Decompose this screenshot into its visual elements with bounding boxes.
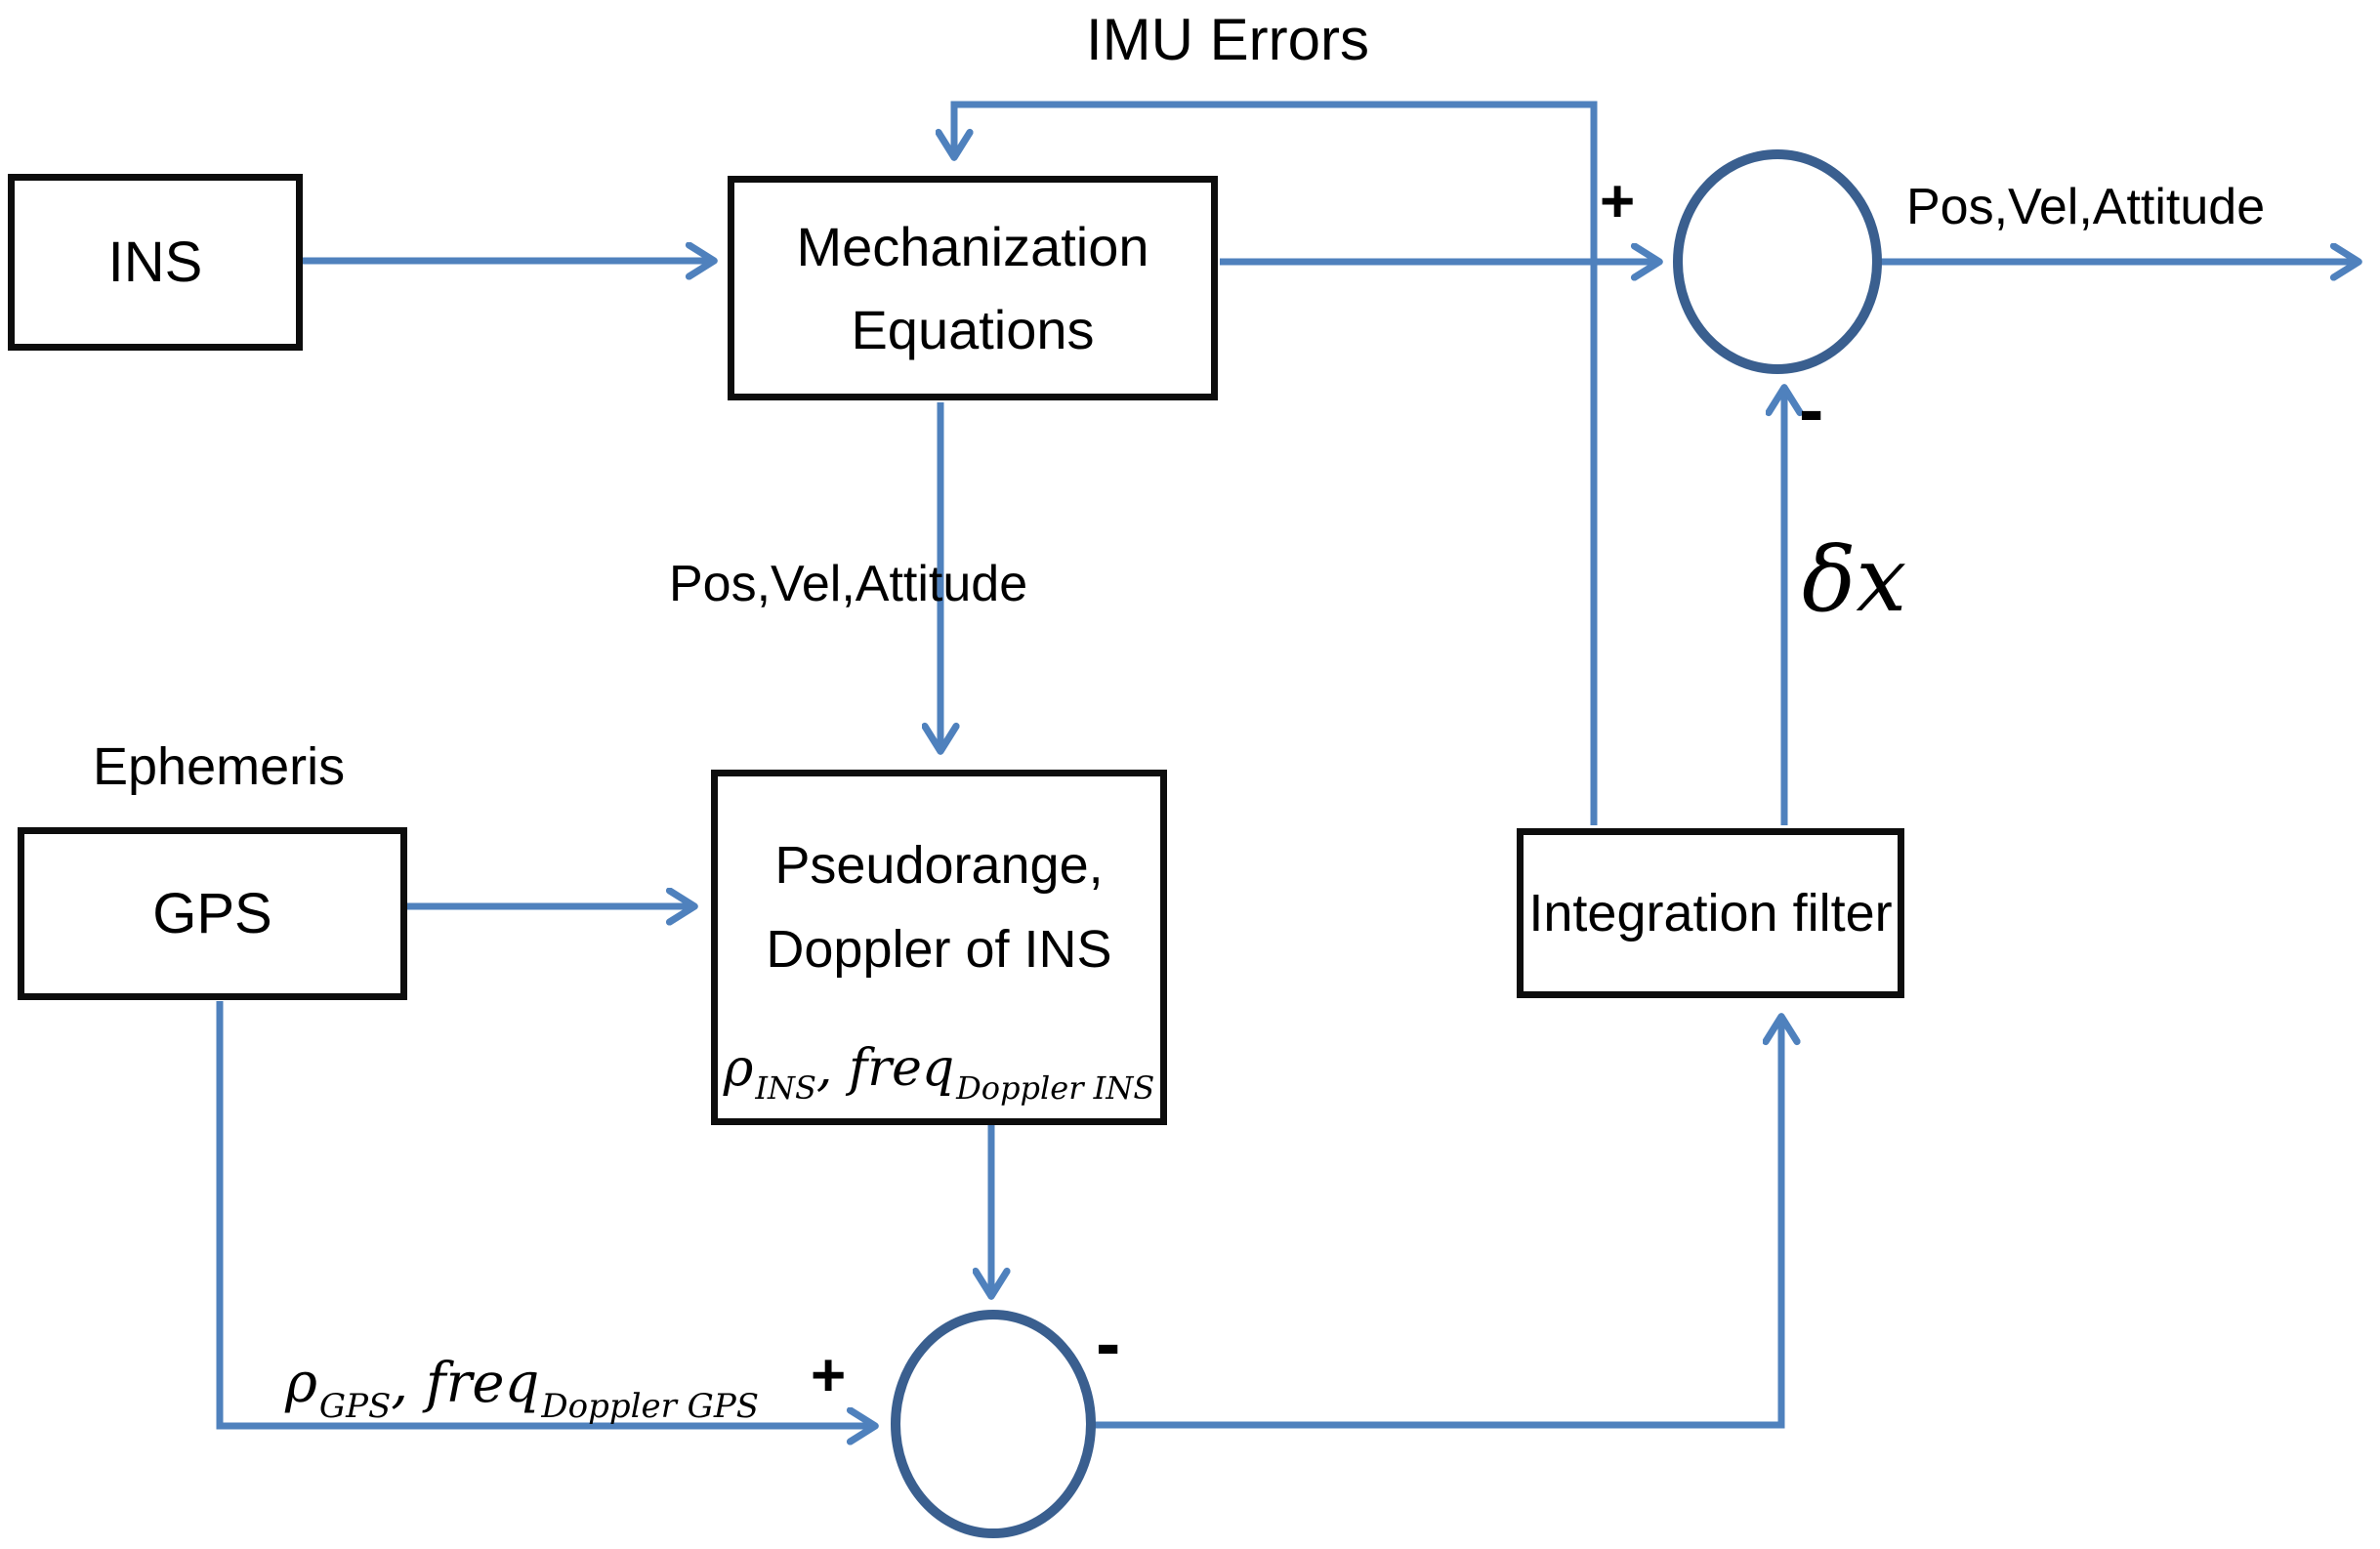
pseudorange-doppler-box: Pseudorange, Doppler of INS ρINS, freqDo… <box>711 770 1167 1125</box>
ins-formula-separator: , <box>815 1038 849 1098</box>
gps-box: GPS <box>18 827 407 1000</box>
rho-gps-freq-doppler-gps-formula: ρGPS, freqDoppler GPS <box>285 1352 759 1426</box>
rho-gps-symbol: ρ <box>285 1352 317 1415</box>
imu-errors-label: IMU Errors <box>1086 7 1369 72</box>
freq-ins-subscript: Doppler INS <box>956 1068 1155 1107</box>
gps-formula-separator: , <box>391 1352 426 1415</box>
rho-ins-symbol: ρ <box>723 1038 754 1098</box>
top-sum-plus-sign: + <box>1600 168 1636 235</box>
mechanization-box-line2: Equations <box>851 299 1095 360</box>
bottom-sum-minus-sign: - <box>1096 1302 1121 1385</box>
bottom-summing-junction <box>891 1310 1096 1538</box>
freq-ins-symbol: freq <box>848 1038 955 1098</box>
integration-filter-label: Integration filter <box>1528 884 1893 942</box>
ins-box: INS <box>8 174 303 351</box>
delta-x-label: δx <box>1802 527 1907 632</box>
rho-ins-subscript: INS <box>755 1068 816 1107</box>
pos-vel-attitude-mid-label: Pos,Vel,Attitude <box>669 556 1028 612</box>
mechanization-equations-box: Mechanization Equations <box>728 176 1218 400</box>
integration-filter-box: Integration filter <box>1517 828 1904 998</box>
arrow-bottom-sum-to-integration-filter <box>1093 1020 1781 1429</box>
freq-gps-subscript: Doppler GPS <box>541 1387 760 1426</box>
gps-box-label: GPS <box>152 882 272 945</box>
pseudorange-box-line2: Doppler of INS <box>766 920 1112 980</box>
bottom-sum-plus-sign: + <box>811 1342 847 1409</box>
freq-gps-symbol: freq <box>425 1352 540 1415</box>
rho-gps-subscript: GPS <box>318 1387 392 1426</box>
top-summing-junction <box>1673 149 1882 374</box>
rho-ins-freq-doppler-ins-formula: ρINS, freqDoppler INS <box>724 1043 1154 1104</box>
arrow-gps-to-bottom-sum <box>216 1001 872 1426</box>
ins-box-label: INS <box>107 230 203 294</box>
feedback-imu-errors-line <box>954 101 1598 825</box>
pseudorange-box-line1: Pseudorange, <box>774 836 1104 895</box>
ephemeris-label: Ephemeris <box>93 737 346 796</box>
mechanization-box-line1: Mechanization <box>796 215 1149 277</box>
top-sum-minus-sign: - <box>1799 368 1824 451</box>
pos-vel-attitude-output-label: Pos,Vel,Attitude <box>1906 179 2266 235</box>
